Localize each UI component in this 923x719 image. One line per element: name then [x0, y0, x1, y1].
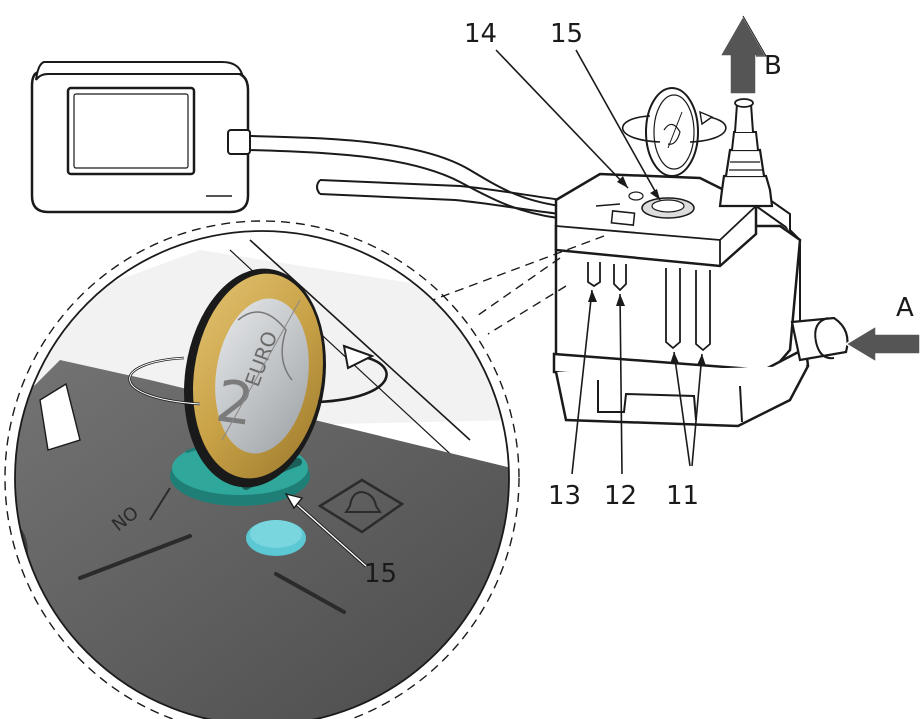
- controller-box: [30, 61, 250, 214]
- flow-arrow-icon: [718, 14, 921, 364]
- callout-14: 14: [464, 19, 497, 49]
- controller-cable: [227, 129, 563, 219]
- bell-icon: [317, 478, 405, 534]
- callout-12: 12: [604, 481, 637, 511]
- controller-display: [66, 86, 196, 176]
- inlet-pipe: [790, 316, 849, 362]
- callout-B: B: [764, 51, 782, 81]
- callout-11: 11: [666, 481, 699, 511]
- coin-icon: [645, 87, 699, 177]
- callout-15-detail: 15: [364, 559, 397, 589]
- callout-arrowheads: [588, 176, 706, 366]
- rotate-arrow-icon: [621, 110, 727, 143]
- rotate-arrow-icon: [128, 344, 388, 406]
- pump-lid: [554, 172, 758, 268]
- pump-body: [552, 98, 849, 428]
- callout-15-top: 15: [550, 19, 583, 49]
- detail-view: NO 2 EURO: [4, 220, 520, 719]
- sensor-pins: [587, 262, 711, 352]
- detail-leader-lines: [421, 235, 605, 335]
- callout-labels: 14 15 B A 13 12 11 15: [364, 19, 914, 589]
- callout-13: 13: [548, 481, 581, 511]
- callout-leaders: [495, 49, 703, 475]
- outlet-nozzle: [718, 98, 774, 208]
- coin-icon: 2 EURO: [184, 268, 326, 488]
- callout-A: A: [896, 293, 914, 323]
